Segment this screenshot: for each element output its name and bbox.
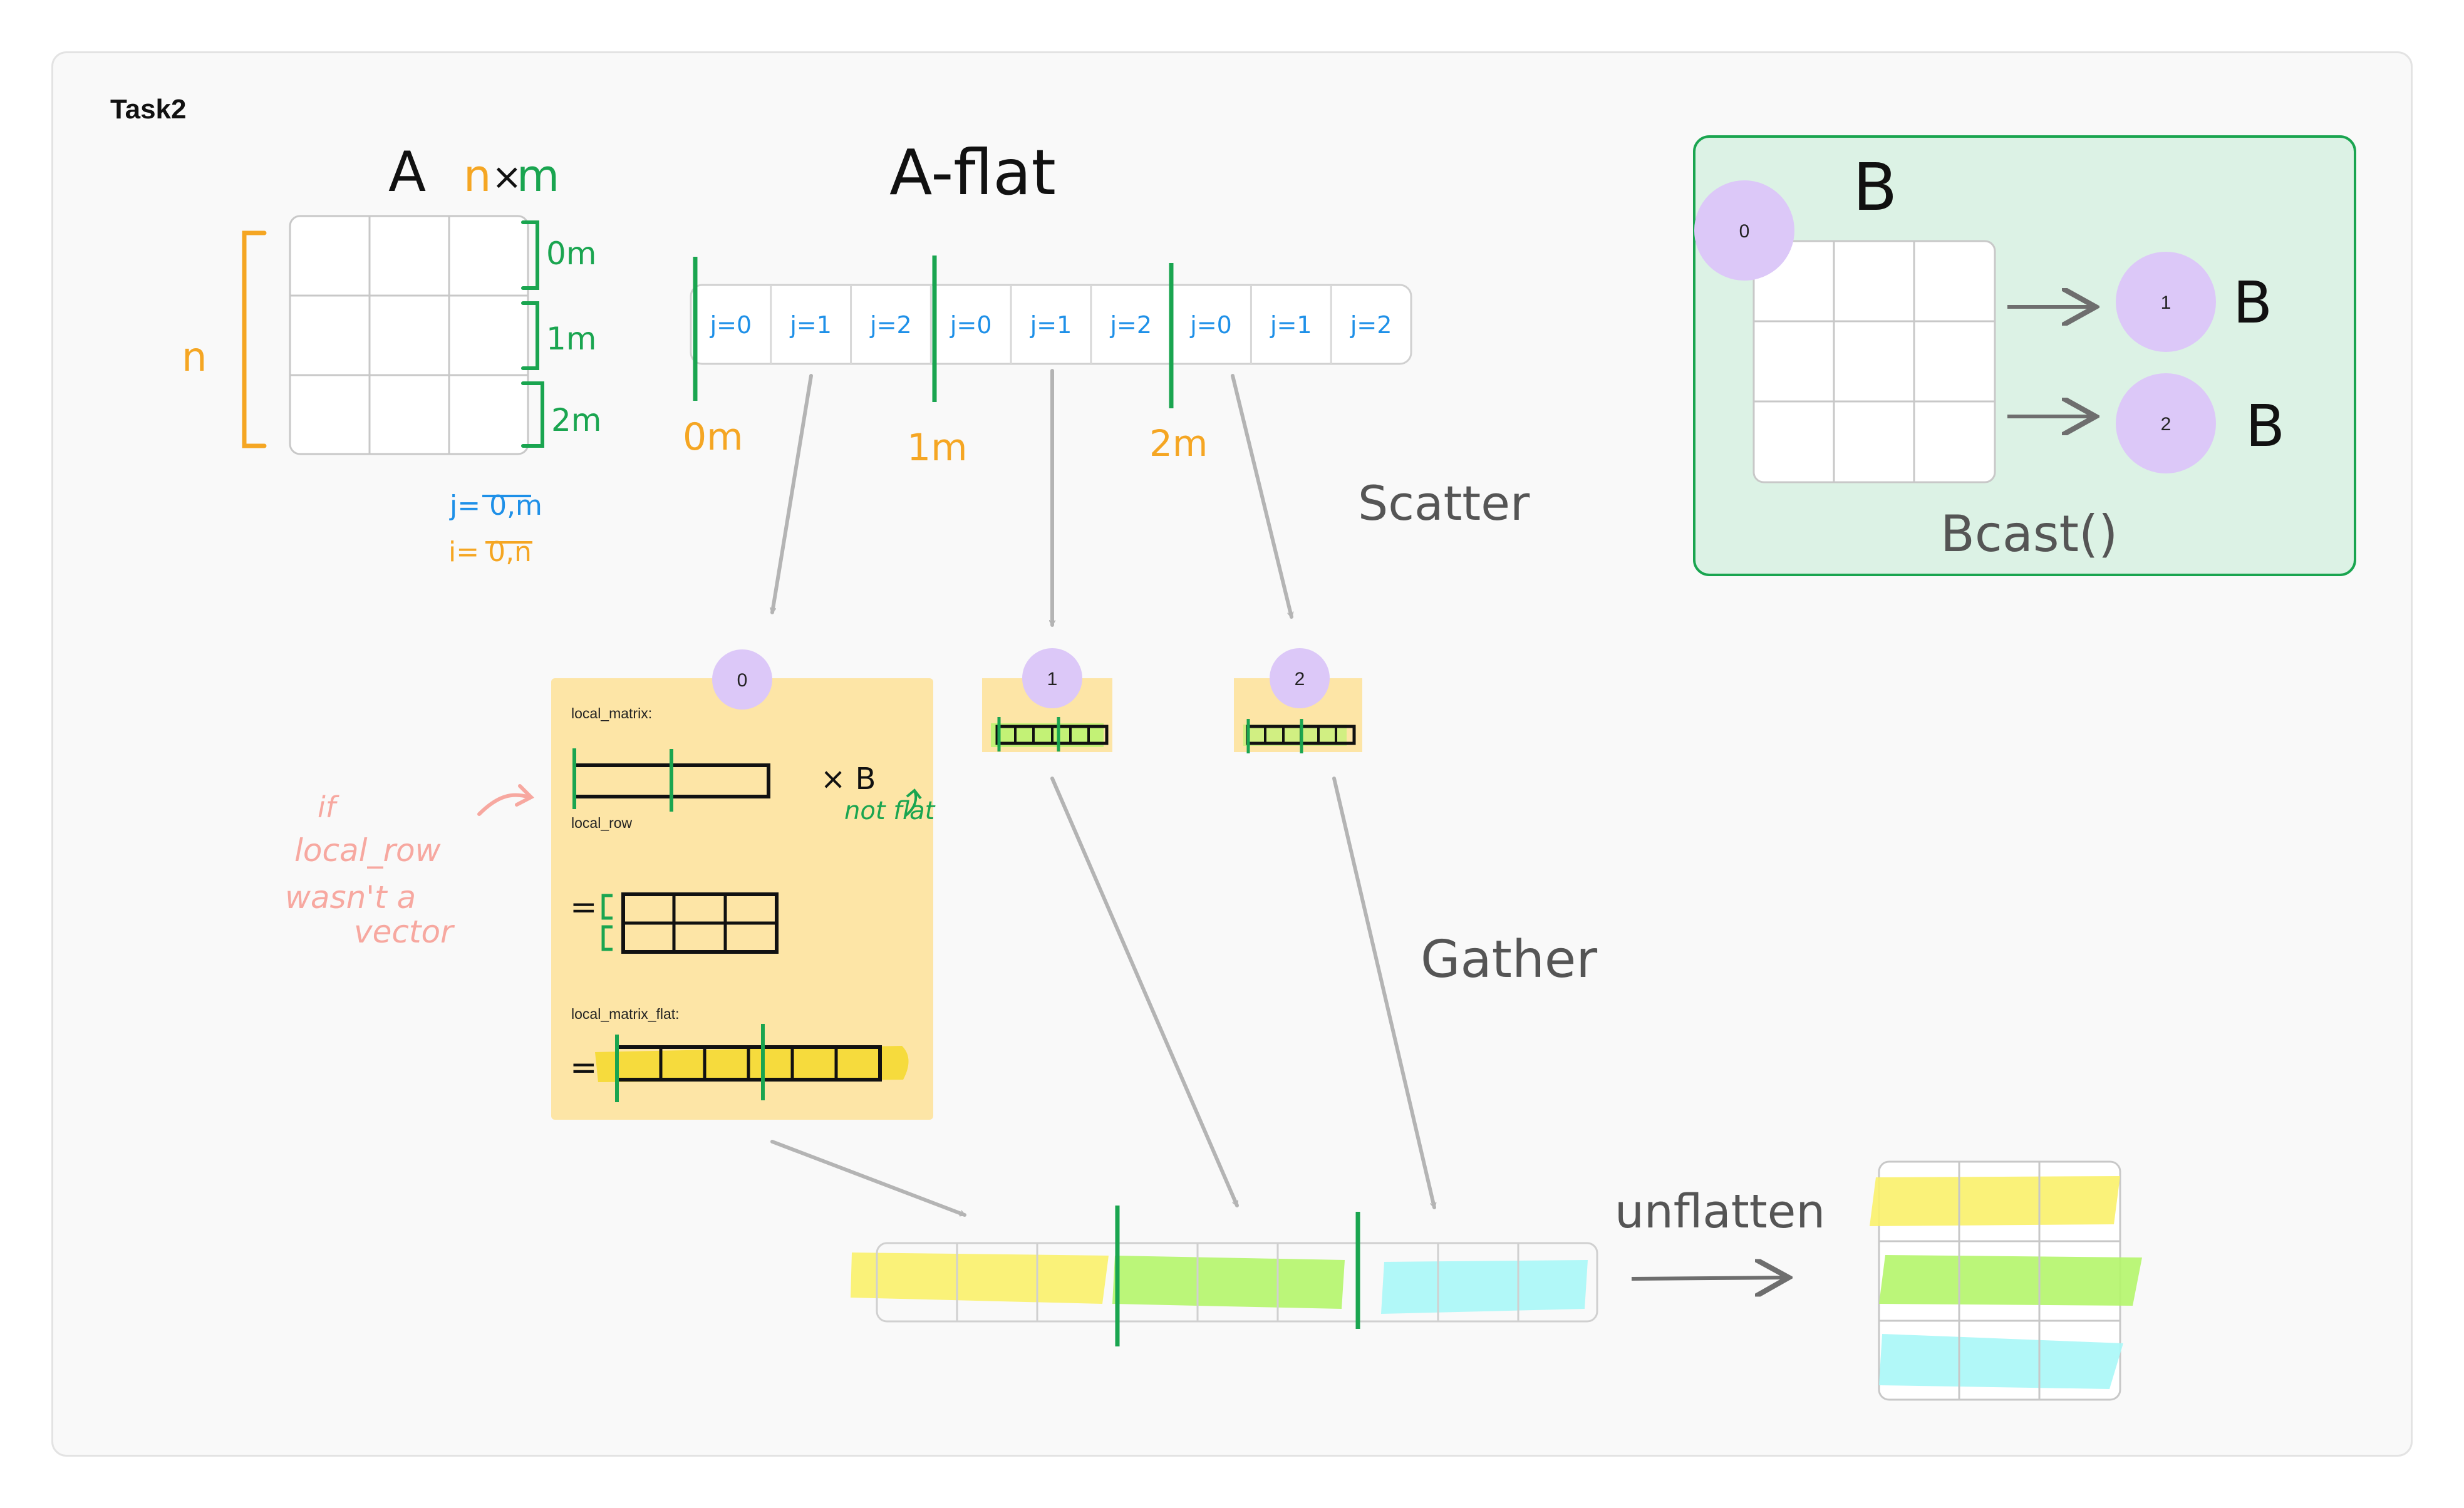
a-flat-cell-label: j=1 [789, 311, 832, 339]
process-0-node[interactable] [712, 649, 772, 710]
not-flat-note: not flat [844, 797, 936, 825]
frame-title[interactable]: Task2 [110, 94, 187, 125]
matrix-a-dim-n: n [463, 150, 491, 202]
bcast-target-node-1[interactable] [2116, 252, 2216, 352]
a-flat-cell-label: j=2 [1350, 311, 1392, 339]
gathered-row-2-highlight [1381, 1260, 1588, 1314]
matrix-b-grid [1752, 240, 1996, 483]
local-matrix-flat-label: local_matrix_flat: [571, 1006, 680, 1022]
gathered-array [851, 1206, 1598, 1346]
side-note-line-1: if [318, 790, 339, 824]
times-b: × B [820, 762, 876, 797]
index-j-range: j= 0,m [449, 490, 542, 522]
scatter-arrows [772, 369, 1292, 627]
process-1-node-label: 1 [1047, 669, 1058, 689]
gathered-flat-array [876, 1242, 1598, 1323]
matrix-a-grid [289, 215, 529, 455]
unflatten-label: unflatten [1615, 1185, 1825, 1239]
matrix-a-dim-m: m [517, 150, 559, 202]
matrix-a: A n × m n 0m 1m 2m j= 0,m i= 0,n [182, 140, 602, 568]
matrix-a-dim-times: × [492, 155, 522, 198]
result-matrix [1870, 1160, 2142, 1401]
row-side-label: n [182, 334, 207, 381]
process-1-node[interactable] [1022, 648, 1082, 708]
a-flat-array [690, 284, 1412, 365]
a-flat-cell-label: j=1 [1030, 311, 1072, 339]
process-2-note: 2 [1234, 648, 1362, 753]
flat-offset-0m: 0m [683, 415, 743, 459]
bcast-title-b: B [1853, 149, 1897, 225]
process-2-node[interactable] [1270, 648, 1330, 708]
gathered-row-0-highlight [851, 1252, 1109, 1304]
row-offset-0m: 0m [546, 235, 597, 272]
a-flat-cell-label: j=0 [950, 311, 992, 339]
index-i-range: i= 0,n [448, 536, 532, 568]
bcast-root-node[interactable] [1694, 180, 1794, 281]
equals-2: = [570, 1049, 598, 1087]
gather-label: Gather [1421, 930, 1597, 989]
gather-arrows [770, 777, 1434, 1217]
bcast-label: Bcast() [1940, 505, 2118, 563]
local-matrix-label: local_matrix: [571, 705, 652, 721]
a-flat-cell-label: j=1 [1270, 311, 1312, 339]
matrix-a-title: A [388, 140, 426, 204]
a-flat-cell-label: j=2 [1109, 311, 1152, 339]
process-1-note: 1 [982, 648, 1112, 752]
side-note-line-3: wasn't a [285, 879, 416, 916]
process-2-node-label: 2 [1295, 669, 1305, 689]
bcast-target-node-1-label: 1 [2161, 292, 2172, 313]
bcast-box: B 0 1 B 2 B Bcast() [1693, 135, 2356, 576]
a-flat: A-flat j=0 j=1 j=2 j=0 j=1 j=2 j=0 j=1 j=2 0m 1m… [683, 136, 1412, 470]
side-note-line-4: vector [354, 914, 455, 950]
bcast-target-b-2: B [2245, 393, 2285, 460]
result-row-0-highlight [1870, 1176, 2120, 1226]
row-bracket-n [242, 230, 267, 448]
result-row-1-highlight [1879, 1255, 2142, 1306]
side-note-line-2: local_row [294, 832, 441, 869]
a-flat-title: A-flat [889, 136, 1056, 209]
unflatten-arrow [1631, 1278, 1785, 1279]
a-flat-cell-label: j=0 [1189, 311, 1232, 339]
result-row-2-highlight [1879, 1334, 2123, 1389]
local-row-label: local_row [571, 815, 633, 831]
bcast-root-node-label: 0 [1739, 221, 1750, 242]
bcast-target-node-2-label: 2 [2161, 414, 2172, 435]
row-offset-1m: 1m [546, 321, 597, 357]
flat-offset-2m: 2m [1149, 422, 1208, 465]
scatter-label: Scatter [1358, 475, 1530, 531]
a-flat-cell-label: j=0 [710, 311, 752, 339]
process-0-sticky[interactable] [551, 678, 933, 1120]
flat-offset-1m: 1m [907, 426, 968, 470]
row-offset-2m: 2m [551, 402, 602, 438]
side-note: if local_row wasn't a vector [285, 784, 535, 950]
bcast-target-node-2[interactable] [2116, 373, 2216, 473]
a-flat-cell-label: j=2 [869, 311, 912, 339]
process-0-node-label: 0 [737, 670, 748, 691]
equals-1: = [570, 889, 598, 926]
bcast-target-b-1: B [2233, 269, 2272, 336]
process-0-note: 0 local_matrix: × B not flat local_row =… [551, 649, 936, 1120]
gathered-row-1-highlight [1112, 1256, 1345, 1309]
